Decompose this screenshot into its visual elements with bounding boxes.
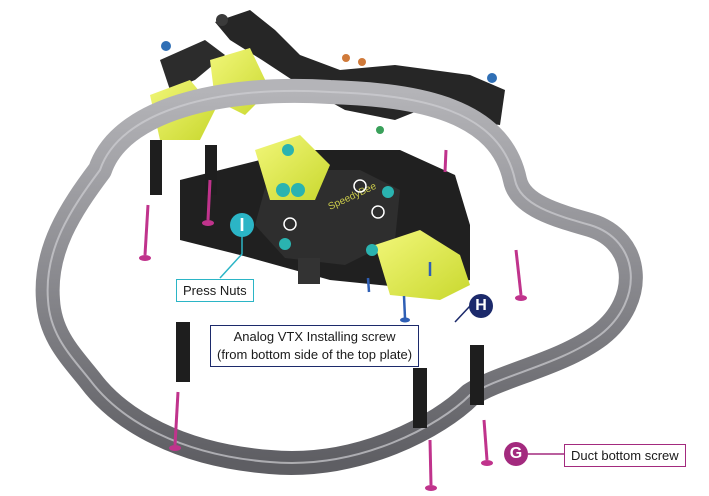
vtx-screw-label: Analog VTX Installing screw (from bottom… (210, 325, 420, 367)
callout-marker-h: H (469, 294, 493, 318)
press-nuts-label: Press Nuts (176, 279, 254, 302)
vtx-screw-label-line1: Analog VTX Installing screw (233, 329, 396, 344)
vtx-screw-label-line2: (from bottom side of the top plate) (217, 347, 413, 362)
standoffs (150, 140, 484, 428)
duct-bottom-screws (139, 149, 527, 491)
duct-bottom-screw-label: Duct bottom screw (564, 444, 686, 467)
blue-screw-head (487, 73, 497, 83)
leader-lines (219, 236, 564, 455)
blue-screw-head (161, 41, 171, 51)
callout-marker-g: G (504, 442, 528, 466)
vtx-screws (366, 262, 432, 323)
callout-marker-i: I (230, 213, 254, 237)
press-nuts (276, 144, 394, 256)
